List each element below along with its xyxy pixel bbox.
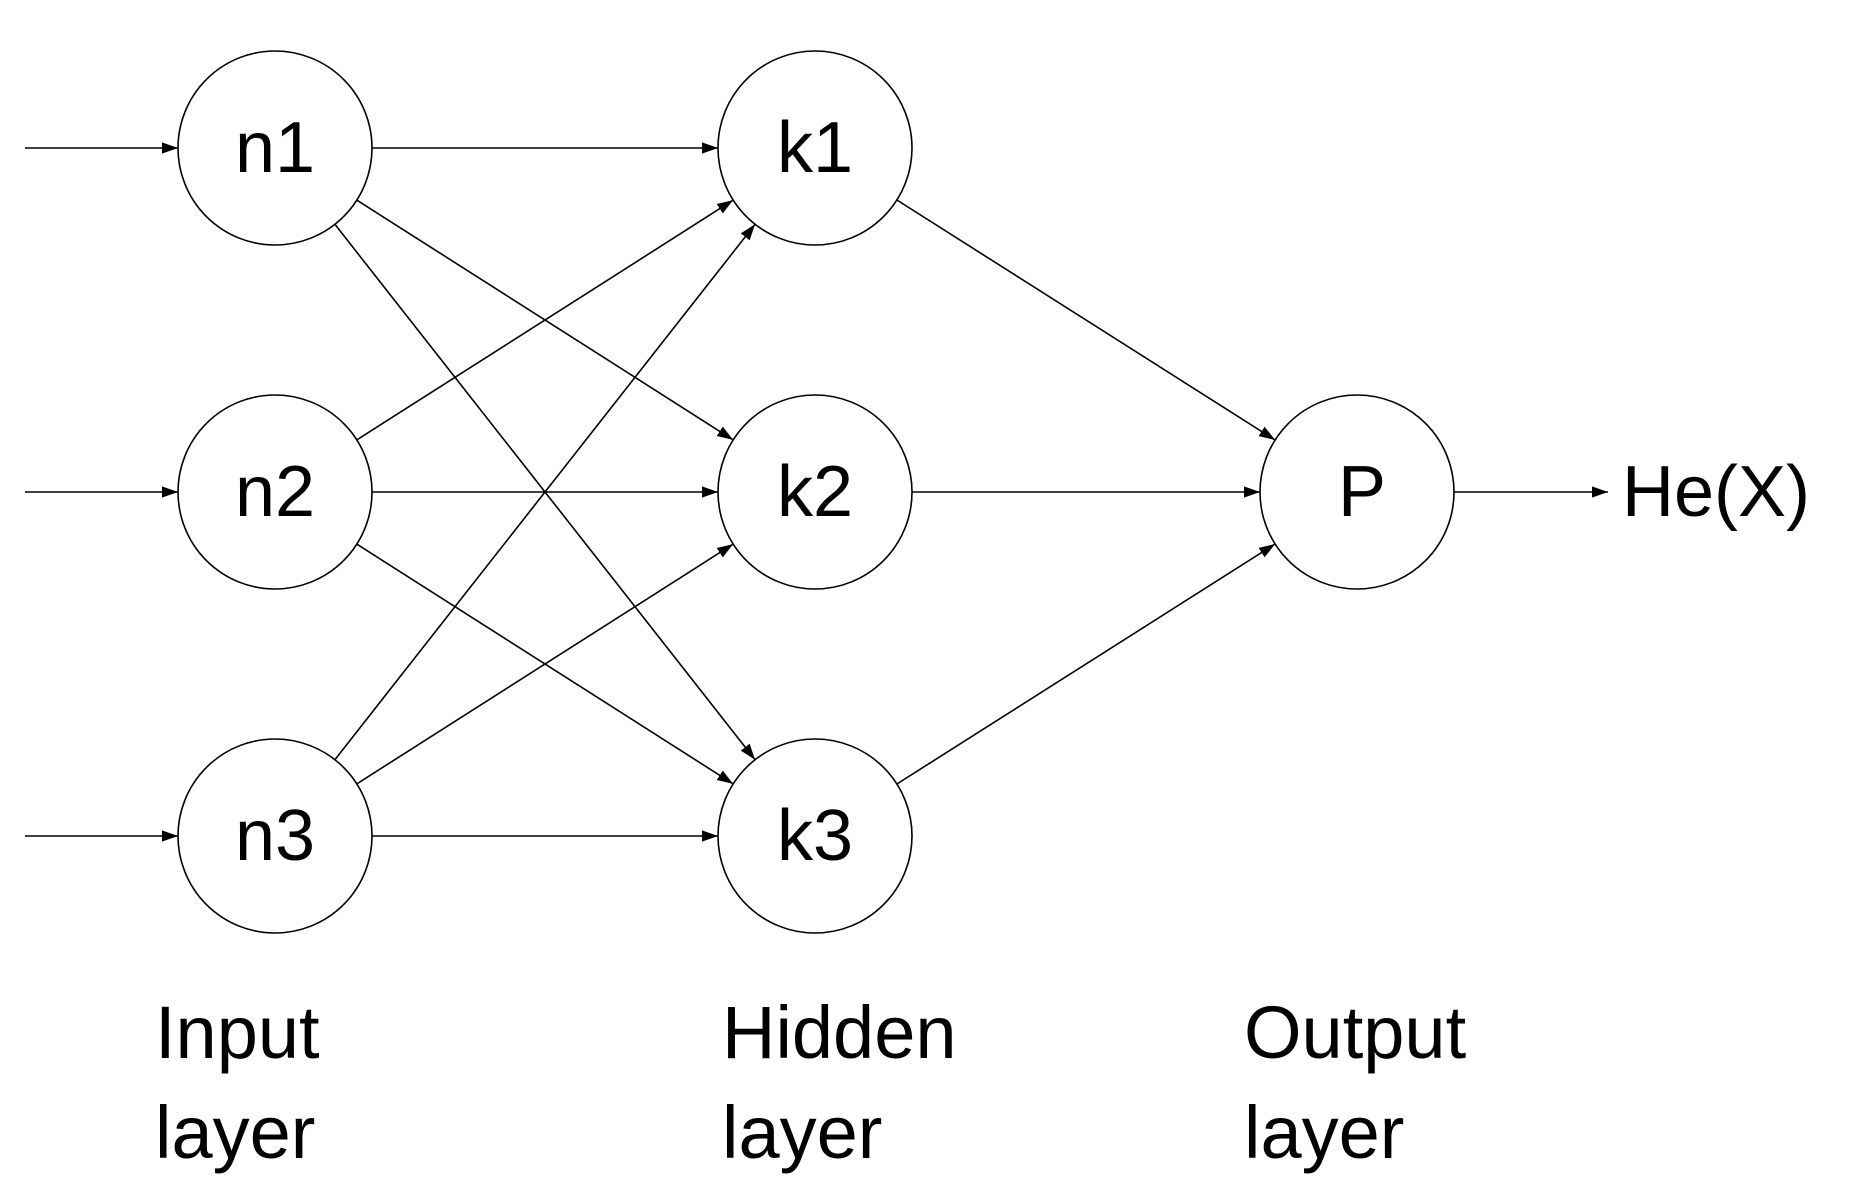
node-n3-circle: [177, 738, 373, 934]
input-layer-label-line2: layer: [155, 1091, 315, 1174]
edge-k3-to-p: [896, 543, 1276, 785]
node-n3-label: n3: [235, 796, 315, 876]
node-p-circle: [1259, 394, 1455, 590]
output-label: He(X): [1622, 452, 1810, 532]
edges: [25, 142, 1608, 842]
edge-n3-to-k2: [356, 543, 734, 785]
node-k1-circle: [717, 50, 913, 246]
hidden-layer-label-line2: layer: [722, 1091, 882, 1174]
nodes: n1 n2 n3 k1 k2 k3 P: [177, 50, 1455, 934]
node-n1: n1: [177, 50, 373, 246]
node-k2: k2: [717, 394, 913, 590]
node-k2-circle: [717, 394, 913, 590]
node-n2: n2: [177, 394, 373, 590]
node-k3-label: k3: [777, 796, 853, 876]
node-n2-circle: [177, 394, 373, 590]
node-n1-label: n1: [235, 108, 315, 188]
edge-n3-to-k1: [334, 223, 756, 761]
node-k3: k3: [717, 738, 913, 934]
input-layer-label-line1: Input: [155, 991, 320, 1074]
node-p: P: [1259, 394, 1455, 590]
node-n3: n3: [177, 738, 373, 934]
node-k1: k1: [717, 50, 913, 246]
node-n1-circle: [177, 50, 373, 246]
node-k1-label: k1: [777, 108, 853, 188]
node-k3-circle: [717, 738, 913, 934]
hidden-layer-label-line1: Hidden: [722, 991, 957, 1074]
edge-n2-to-k1: [356, 199, 734, 441]
node-n2-label: n2: [235, 452, 315, 532]
output-layer-label-line1: Output: [1244, 991, 1467, 1074]
node-p-label: P: [1338, 452, 1386, 532]
node-k2-label: k2: [777, 452, 853, 532]
edge-k1-to-p: [896, 199, 1276, 441]
layer-labels: Input layer Hidden layer Output layer: [155, 991, 1467, 1174]
output-layer-label-line2: layer: [1244, 1091, 1404, 1174]
